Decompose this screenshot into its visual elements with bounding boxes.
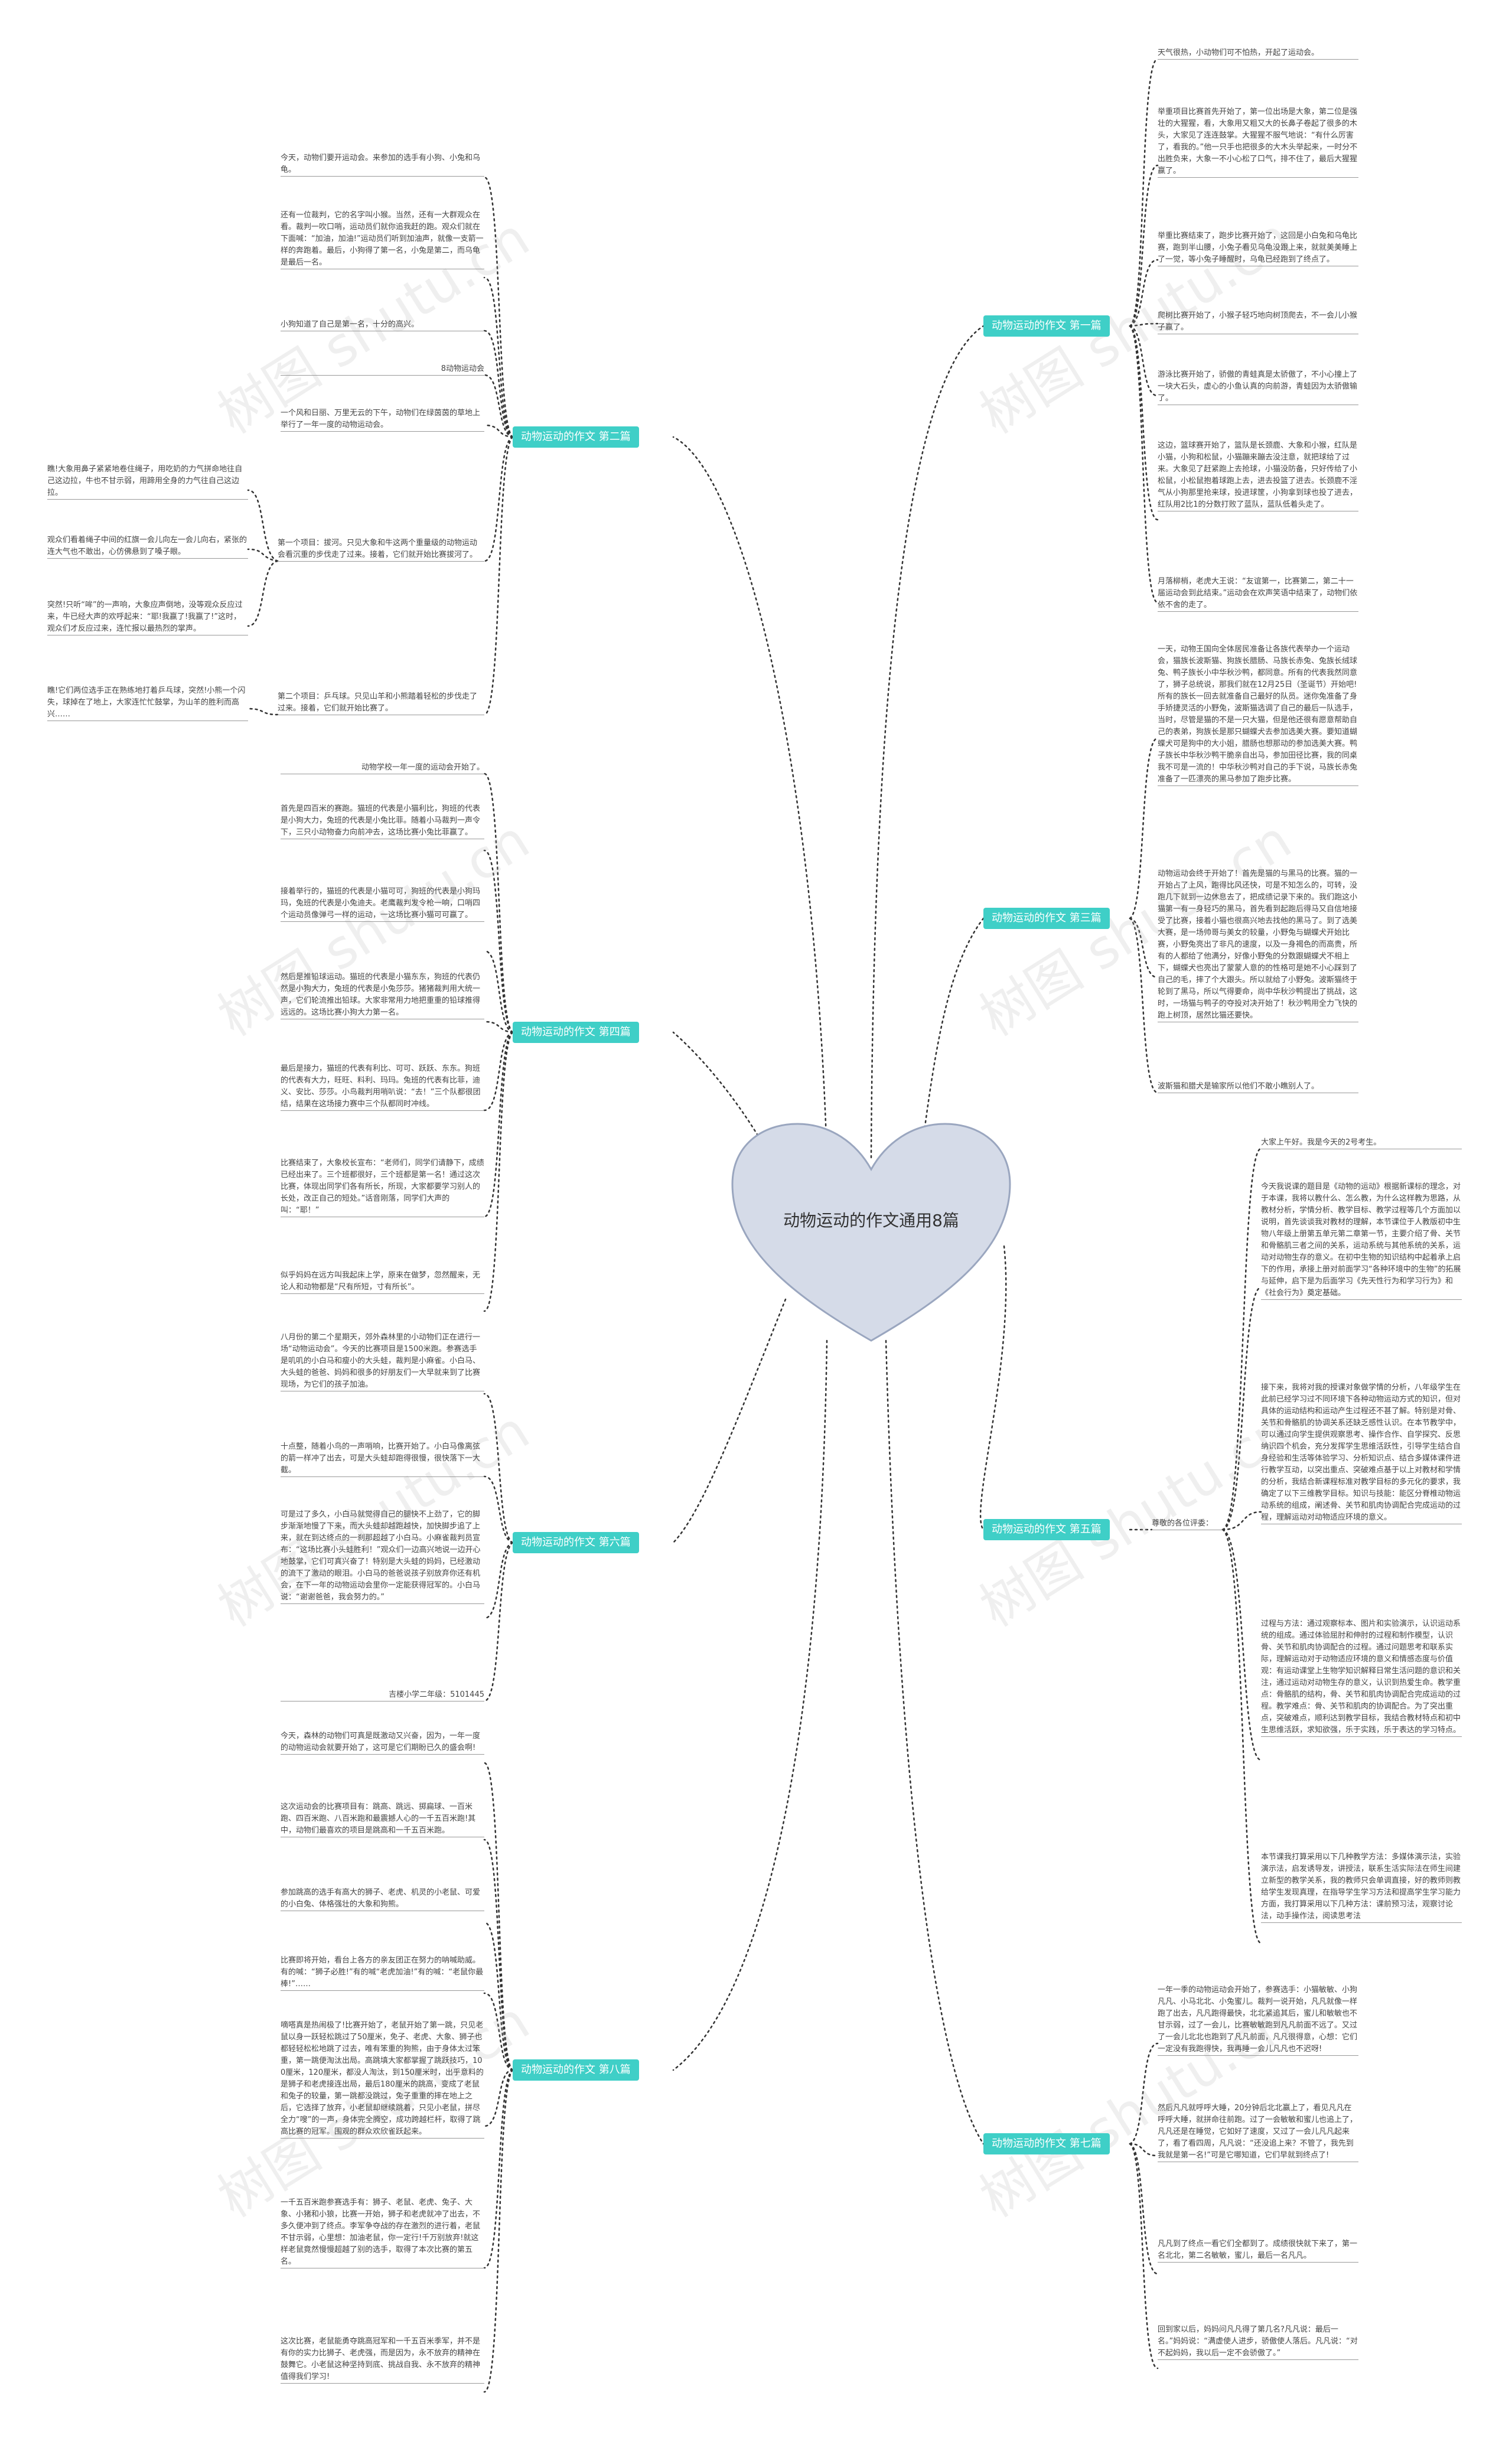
leaf-text: 然后凡凡就呼呼大睡，20分钟后北北赢上了，看见凡凡在呼呼大睡，就拼命往前跑。过了… bbox=[1158, 2103, 1358, 2162]
leaf-text: 吉楼小学二年级：5101445 bbox=[281, 1689, 484, 1701]
leaf-text: 动物学校一年一度的运动会开始了。 bbox=[281, 762, 484, 774]
leaf-text: 游泳比赛开始了，骄傲的青蛙真是太骄傲了，不小心撞上了一块大石头，虚心的小鱼认真的… bbox=[1158, 369, 1358, 405]
leaf-text: 8动物运动会 bbox=[281, 363, 484, 376]
leaf-text: 大家上午好。我是今天的2号考生。 bbox=[1261, 1137, 1462, 1149]
leaf-text: 八月份的第二个星期天，郊外森林里的小动物们正在进行一场“动物运动会”。今天的比赛… bbox=[281, 1332, 484, 1391]
leaf-text: 这边，篮球赛开始了，篮队是长颈鹿、大象和小猴，红队是小猫，小狗和松鼠，小猫蹦来蹦… bbox=[1158, 440, 1358, 511]
leaf-text: 过程与方法：通过观察标本、图片和实验演示，认识运动系统的组成。通过体验屈肘和伸肘… bbox=[1261, 1618, 1462, 1737]
leaf-text: 本节课我打算采用以下几种教学方法：多媒体演示法，实验演示法，启发诱导发，讲授法，… bbox=[1261, 1852, 1462, 1923]
leaf-text: 突然!只听“哞”的一声响，大象应声倒地，没等观众反应过来，牛已经大声的欢呼起来：… bbox=[47, 599, 248, 635]
branch-3[interactable]: 动物运动的作文 第三篇 bbox=[983, 908, 1110, 929]
leaf-text: 回到家以后，妈妈问凡凡得了第几名?凡凡说：最后一名。”妈妈说：“满虚使人进步，骄… bbox=[1158, 2324, 1358, 2360]
leaf-text: 小狗知道了自己是第一名，十分的高兴。 bbox=[281, 319, 484, 331]
leaf-text: 爬树比赛开始了，小猴子轻巧地向树顶爬去，不一会儿小猴子赢了。 bbox=[1158, 310, 1358, 334]
leaf-text: 第一个项目：拔河。只见大象和牛这两个重量级的动物运动会看沉重的步伐走了过来。接着… bbox=[278, 537, 484, 562]
leaf-text: 十点整，随着小鸟的一声哨响，比赛开始了。小白马像离弦的箭一样冲了出去，可是大头蛙… bbox=[281, 1441, 484, 1477]
branch-2[interactable]: 动物运动的作文 第二篇 bbox=[513, 426, 639, 448]
leaf-text: 接下来，我将对我的授课对象做学情的分析，八年级学生在此前已经学习过不同环境下各种… bbox=[1261, 1382, 1462, 1524]
leaf-text: 第二个项目：乒乓球。只见山羊和小熊踏着轻松的步伐走了过来。接着，它们就开始比赛了… bbox=[278, 691, 484, 715]
leaf-text: 今天，动物们要开运动会。来参加的选手有小狗、小兔和乌龟。 bbox=[281, 152, 484, 177]
leaf-text: 月落柳梢，老虎大王说：“友谊第一，比赛第二，第二十一届运动会到此结束。”运动会在… bbox=[1158, 576, 1358, 612]
heart-shape bbox=[731, 1123, 1011, 1342]
leaf-text: 举重比赛结束了，跑步比赛开始了，这回是小白兔和乌龟比赛，跑到半山腰，小兔子看见乌… bbox=[1158, 230, 1358, 266]
leaf-text: 还有一位裁判，它的名字叫小猴。当然，还有一大群观众在看。裁判一吹口哨，运动员们就… bbox=[281, 210, 484, 269]
branch-8[interactable]: 动物运动的作文 第八篇 bbox=[513, 2059, 639, 2081]
leaf-text: 一千五百米跑参赛选手有：狮子、老鼠、老虎、兔子、大象、小猪和小狼，比赛一开始，狮… bbox=[281, 2197, 484, 2268]
leaf-text: 动物运动会终于开始了！首先是猫的与黑马的比赛。猫的一开始占了上风，跑得比风还快，… bbox=[1158, 868, 1358, 1022]
leaf-text: 嘀嗒真是热闹极了!比赛开始了，老鼠开始了第一跳，只见老鼠以身一跃轻松跳过了50厘… bbox=[281, 2020, 484, 2139]
branch-6[interactable]: 动物运动的作文 第六篇 bbox=[513, 1532, 639, 1553]
leaf-text: 波斯猫和腊犬是输家所以他们不敢小瞧别人了。 bbox=[1158, 1081, 1358, 1093]
branch-4[interactable]: 动物运动的作文 第四篇 bbox=[513, 1022, 639, 1043]
leaf-text: 天气很热，小动物们可不怕热，开起了运动会。 bbox=[1158, 47, 1358, 60]
leaf-text: 一年一季的动物运动会开始了，参赛选手：小猫敏敏、小狗凡凡、小马北北、小兔蜜儿。裁… bbox=[1158, 1984, 1358, 2056]
leaf-text: 举重项目比赛首先开始了，第一位出场是大象，第二位是强壮的大猩猩，看，大象用又粗又… bbox=[1158, 106, 1358, 178]
leaf-text: 比赛即将开始，看台上各方的亲友团正在努力的呐喊助威。有的喊：“狮子必胜!”有的喊… bbox=[281, 1955, 484, 1991]
branch-5[interactable]: 动物运动的作文 第五篇 bbox=[983, 1519, 1110, 1540]
leaf-text: 尊敬的各位评委： bbox=[1152, 1518, 1223, 1530]
center-topic[interactable]: 动物运动的作文通用8篇 bbox=[724, 1119, 1019, 1344]
leaf-text: 一天，动物王国向全体居民准备让各族代表举办一个运动会，猫族长波斯猫、狗族长腊肠、… bbox=[1158, 644, 1358, 786]
branch-7[interactable]: 动物运动的作文 第七篇 bbox=[983, 2133, 1110, 2154]
leaf-text: 可是过了多久，小白马就觉得自己的腿快不上劲了，它的脚步渐渐地慢了下来，而大头蛙却… bbox=[281, 1509, 484, 1604]
leaf-text: 今天，森林的动物们可真是既激动又兴奋，因为，一年一度的动物运动会就要开始了，这可… bbox=[281, 1730, 484, 1755]
leaf-text: 这次运动会的比赛项目有：跳高、跳远、掷扁球、一百米跑、四百米跑、八百米跑和最震撼… bbox=[281, 1801, 484, 1837]
leaf-text: 似乎妈妈在远方叫我起床上学，原来在做梦，忽然醒来，无论人和动物都是“尺有所短，寸… bbox=[281, 1270, 484, 1294]
leaf-text: 观众们看着绳子中间的红旗一会儿向左一会儿向右，紧张的连大气也不敢出，心仿佛悬到了… bbox=[47, 534, 248, 559]
leaf-text: 瞧!大象用鼻子紧紧地卷住绳子，用吃奶的力气拼命地往自己这边拉，牛也不甘示弱，用蹄… bbox=[47, 464, 248, 500]
branch-1[interactable]: 动物运动的作文 第一篇 bbox=[983, 315, 1110, 337]
leaf-text: 一个风和日丽、万里无云的下午，动物们在绿茵茵的草地上举行了一年一度的动物运动会。 bbox=[281, 408, 484, 432]
center-title: 动物运动的作文通用8篇 bbox=[783, 1211, 959, 1230]
leaf-text: 这次比赛，老鼠能勇夺跳高冠军和一千五百米季军，并不是有你的实力比狮子、老虎强，而… bbox=[281, 2336, 484, 2384]
leaf-text: 最后是接力，猫班的代表有利比、可可、跃跃、东东。狗班的代表有大力，旺旺、料利、玛… bbox=[281, 1063, 484, 1111]
leaf-text: 今天我说课的题目是《动物的运动》根据新课标的理念，对于本课，我将以教什么、怎么教… bbox=[1261, 1181, 1462, 1300]
leaf-text: 凡凡到了终点一看它们全都到了。成绩很快就下来了，第一名北北，第二名敏敏，蜜儿，最… bbox=[1158, 2238, 1358, 2263]
leaf-text: 然后是推铅球运动。猫班的代表是小猫东东，狗班的代表仍然是小狗大力，兔班的代表是小… bbox=[281, 972, 484, 1019]
leaf-text: 参加跳高的选手有高大的狮子、老虎、机灵的小老鼠、可爱的小白兔、体格强壮的大象和狗… bbox=[281, 1887, 484, 1911]
leaf-text: 瞧!它们两位选手正在熟练地打着乒乓球，突然!小熊一个闪失，球掉在了地上，大家连忙… bbox=[47, 685, 248, 721]
leaf-text: 比赛结束了，大象校长宣布：“老师们，同学们请静下，成绩已经出来了。三个班都很好，… bbox=[281, 1158, 484, 1217]
leaf-text: 首先是四百米的赛跑。猫班的代表是小猫利比，狗班的代表是小狗大力，兔班的代表是小兔… bbox=[281, 803, 484, 839]
leaf-text: 接着举行的，猫班的代表是小猫可可，狗班的代表是小狗玛玛，兔班的代表是小兔迪夫。老… bbox=[281, 886, 484, 922]
